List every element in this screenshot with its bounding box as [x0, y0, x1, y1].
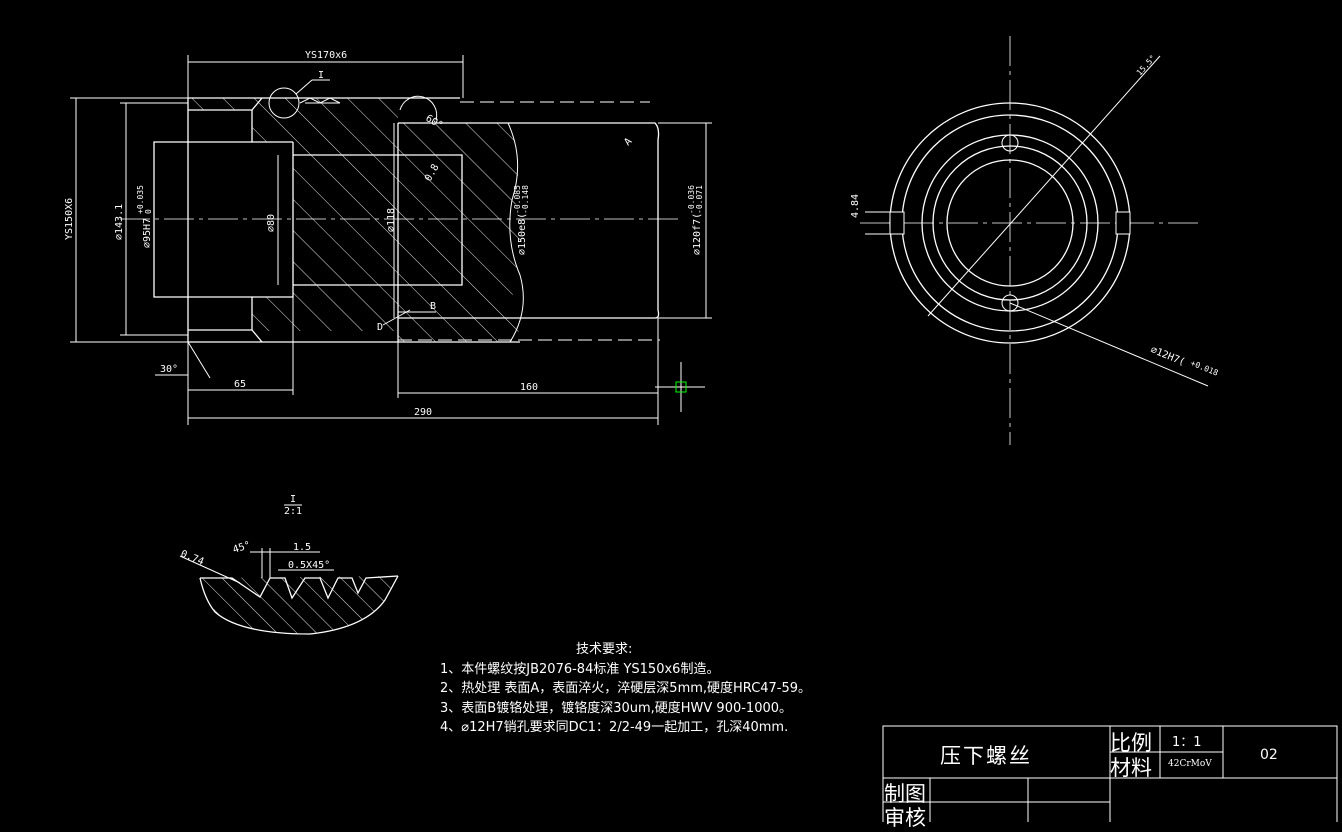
dim-d150-tol-low: -0.148: [521, 185, 530, 214]
section-hatch: [188, 98, 522, 342]
dim-angle155: 15.5°: [1135, 53, 1158, 77]
dim-d120: ⌀120f7(: [692, 213, 703, 255]
detail-d074: 0.74: [179, 549, 205, 568]
detail-angle45: 45°: [232, 540, 253, 556]
cursor-crosshair: [655, 362, 705, 412]
dim-pin-hole: ⌀12H7(: [1149, 345, 1187, 369]
detail-chamfer: 0.5X45°: [288, 560, 330, 571]
detail-view: I 2:1 0.74 45° 1.5 0.5X45°: [179, 494, 399, 635]
dim-d118: ⌀118: [386, 208, 397, 232]
marker-b: B: [430, 301, 436, 312]
section-view: I YS170x6 YS150X6 ⌀143.1 ⌀95H7 +0.035 0 …: [64, 50, 712, 425]
check-label: 审核: [884, 806, 926, 830]
note-item: 1、本件螺纹按JB2076-84标准 YS150x6制造。: [440, 661, 720, 677]
dim-d120-tol-low: -0.071: [695, 185, 704, 214]
drawing-number: 02: [1260, 747, 1278, 763]
dim-d80: ⌀80: [266, 214, 277, 232]
title-block: [882, 725, 1338, 822]
dim-angle30: 30°: [160, 364, 178, 375]
note-item: 2、热处理 表面A，表面淬火，淬硬层深5mm,硬度HRC47-59。: [440, 681, 812, 696]
dim-d95-tol-low: 0: [144, 209, 153, 214]
detail-scale: 2:1: [284, 506, 302, 517]
dim-d143: ⌀143.1: [114, 204, 125, 240]
material-label: 材料: [1110, 756, 1152, 780]
detail-i-circle: [268, 87, 300, 119]
material-value: 42CrMoV: [1168, 759, 1212, 769]
dim-thread-left: YS150X6: [64, 198, 75, 240]
technical-notes: 技术要求: 1、本件螺纹按JB2076-84标准 YS150x6制造。 2、热处…: [440, 640, 811, 738]
dim-290: 290: [414, 407, 432, 418]
part-name: 压下螺丝: [940, 744, 1032, 768]
detail-marker-text: I: [318, 70, 324, 81]
marker-d: D: [377, 322, 383, 333]
detail-d15: 1.5: [293, 542, 311, 553]
dim-width484: 4.84: [850, 194, 861, 218]
drawn-label: 制图: [884, 782, 926, 806]
scale-value: 1：1: [1172, 735, 1202, 750]
dim-pin-tol: +0.018: [1189, 359, 1219, 378]
notes-title: 技术要求:: [576, 642, 633, 657]
dim-d95-tol-up: +0.035: [136, 185, 145, 214]
dim-thread-top: YS170x6: [305, 50, 347, 61]
dim-d120-tol-up: -0.036: [687, 185, 696, 214]
scale-label: 比例: [1110, 731, 1152, 755]
dim-160: 160: [520, 382, 538, 393]
dim-65: 65: [234, 379, 246, 390]
end-view: 15.5° 4.84 ⌀12H7( +0.018: [850, 36, 1220, 445]
marker-a: A: [622, 136, 634, 148]
dim-d150: ⌀150e8(: [517, 213, 528, 255]
detail-label: I: [290, 494, 296, 505]
dim-d95: ⌀95H7: [142, 218, 153, 248]
dim-d150-tol-up: -0.085: [513, 185, 522, 214]
note-item: 4、⌀12H7销孔要求同DC1：2/2-49一起加工，孔深40mm.: [440, 720, 789, 735]
note-item: 3、表面B镀铬处理，镀铬度深30um,硬度HWV 900-1000。: [440, 700, 793, 716]
